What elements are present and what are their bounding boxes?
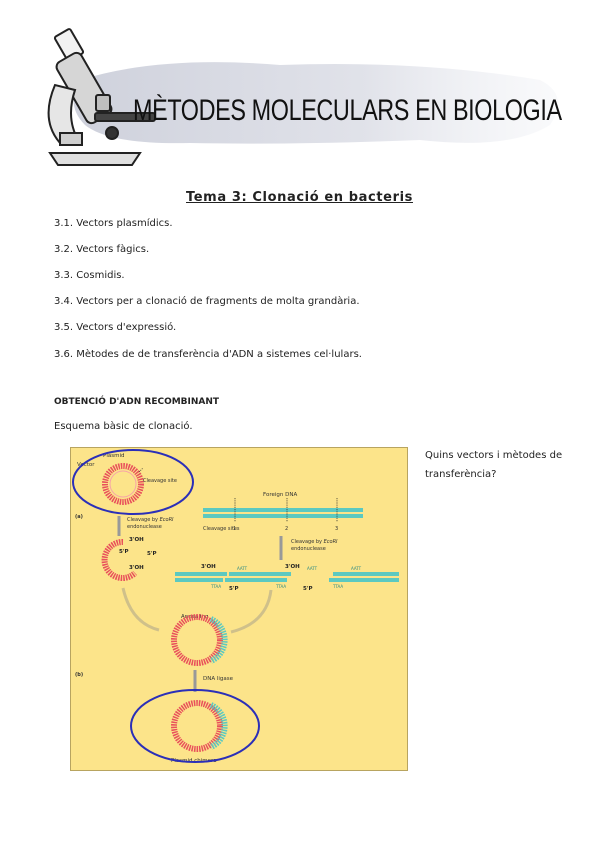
section-subheading: Esquema bàsic de clonació. — [54, 421, 193, 432]
label-aatt-2: AATT — [307, 566, 318, 571]
label-fragment-3oh-2: 3'OH — [285, 564, 300, 570]
label-cleavage-by-foreign: Cleavage by EcoRI — [291, 539, 338, 545]
label-vector: Vector — [77, 462, 95, 468]
vector-plasmid — [102, 463, 144, 505]
label-foreign-dna: Foreign DNA — [263, 492, 297, 498]
label-ttaa-3: TTAA — [332, 584, 343, 589]
label-vector-3oh-bottom: 3'OH — [129, 565, 144, 571]
foreign-dna-strand-top — [203, 508, 363, 512]
label-panel-b: (b) — [75, 672, 83, 678]
label-vector-5p-left: 5'P — [119, 549, 129, 555]
highlight-circle-vector — [72, 449, 194, 515]
toc-item-3-3: 3.3. Cosmidis. — [54, 270, 125, 281]
toc-item-3-2: 3.2. Vectors fàgics. — [54, 244, 150, 255]
arrow-annealing-right — [230, 589, 273, 634]
label-cleavage-site: Cleavage site — [143, 478, 177, 484]
label-endonuclease: endonuclease — [127, 524, 162, 530]
label-fragment-5p-1: 5'P — [229, 586, 239, 592]
label-vector-5p-right: 5'P — [147, 551, 157, 557]
toc-item-3-4: 3.4. Vectors per a clonació de fragments… — [54, 296, 360, 307]
fragment-middle-bottom — [225, 578, 287, 582]
fragment-right-top — [333, 572, 399, 576]
banner-illustration — [47, 28, 559, 166]
label-aatt-3: AATT — [351, 566, 362, 571]
fragment-middle-top — [229, 572, 291, 576]
highlight-circle-chimera — [130, 689, 260, 763]
microscope-icon — [47, 28, 156, 166]
cloning-diagram: Plasmid Vector Cleavage site (a) Cleavag… — [70, 447, 408, 771]
toc-item-3-1: 3.1. Vectors plasmídics. — [54, 218, 173, 229]
opened-vector — [101, 538, 138, 581]
watercolor-wash — [73, 62, 559, 144]
label-panel-a: (a) — [75, 514, 83, 520]
annealed-plasmid — [171, 614, 223, 666]
arrow-annealing-left — [121, 587, 160, 632]
label-site-1: 1 — [233, 526, 236, 532]
fragment-right-bottom — [329, 578, 399, 582]
label-ttaa-2: TTAA — [275, 584, 286, 589]
label-site-3: 3 — [335, 526, 338, 532]
label-fragment-3oh-1: 3'OH — [201, 564, 216, 570]
chimera-insert — [209, 702, 228, 750]
cleavage-pointer — [138, 467, 144, 473]
annealed-insert — [209, 616, 228, 664]
label-dna-ligase: DNA ligase — [203, 676, 234, 682]
chimera-plasmid — [171, 700, 223, 752]
page-title: MÈTODES MOLECULARS EN BIOLOGIA — [133, 94, 562, 127]
cloning-diagram-svg: Plasmid Vector Cleavage site (a) Cleavag… — [72, 449, 399, 764]
label-aatt-1: AATT — [237, 566, 248, 571]
label-plasmid: Plasmid — [103, 453, 124, 459]
label-cleavage-by: Cleavage by EcoRI — [127, 517, 174, 523]
label-fragment-5p-2: 5'P — [303, 586, 313, 592]
side-question: Quins vectors i mètodes de transferència… — [425, 450, 563, 480]
toc-item-3-5: 3.5. Vectors d'expressió. — [54, 322, 177, 333]
label-cleavage-sites: Cleavage sites — [203, 526, 240, 532]
foreign-dna-strand-bottom — [203, 514, 363, 518]
label-endonuclease-foreign: endonuclease — [291, 546, 326, 552]
fragment-left-bottom — [175, 578, 223, 582]
label-site-2: 2 — [285, 526, 288, 532]
topic-title: Tema 3: Clonació en bacteris — [186, 190, 413, 205]
label-ttaa-1: TTAA — [210, 584, 221, 589]
vector-plasmid-inner — [109, 470, 137, 498]
fragment-left-top — [175, 572, 227, 576]
section-heading: OBTENCIÓ D'ADN RECOMBINANT — [54, 397, 220, 407]
label-vector-3oh-top: 3'OH — [129, 537, 144, 543]
toc-item-3-6: 3.6. Mètodes de de transferència d'ADN a… — [54, 349, 362, 360]
